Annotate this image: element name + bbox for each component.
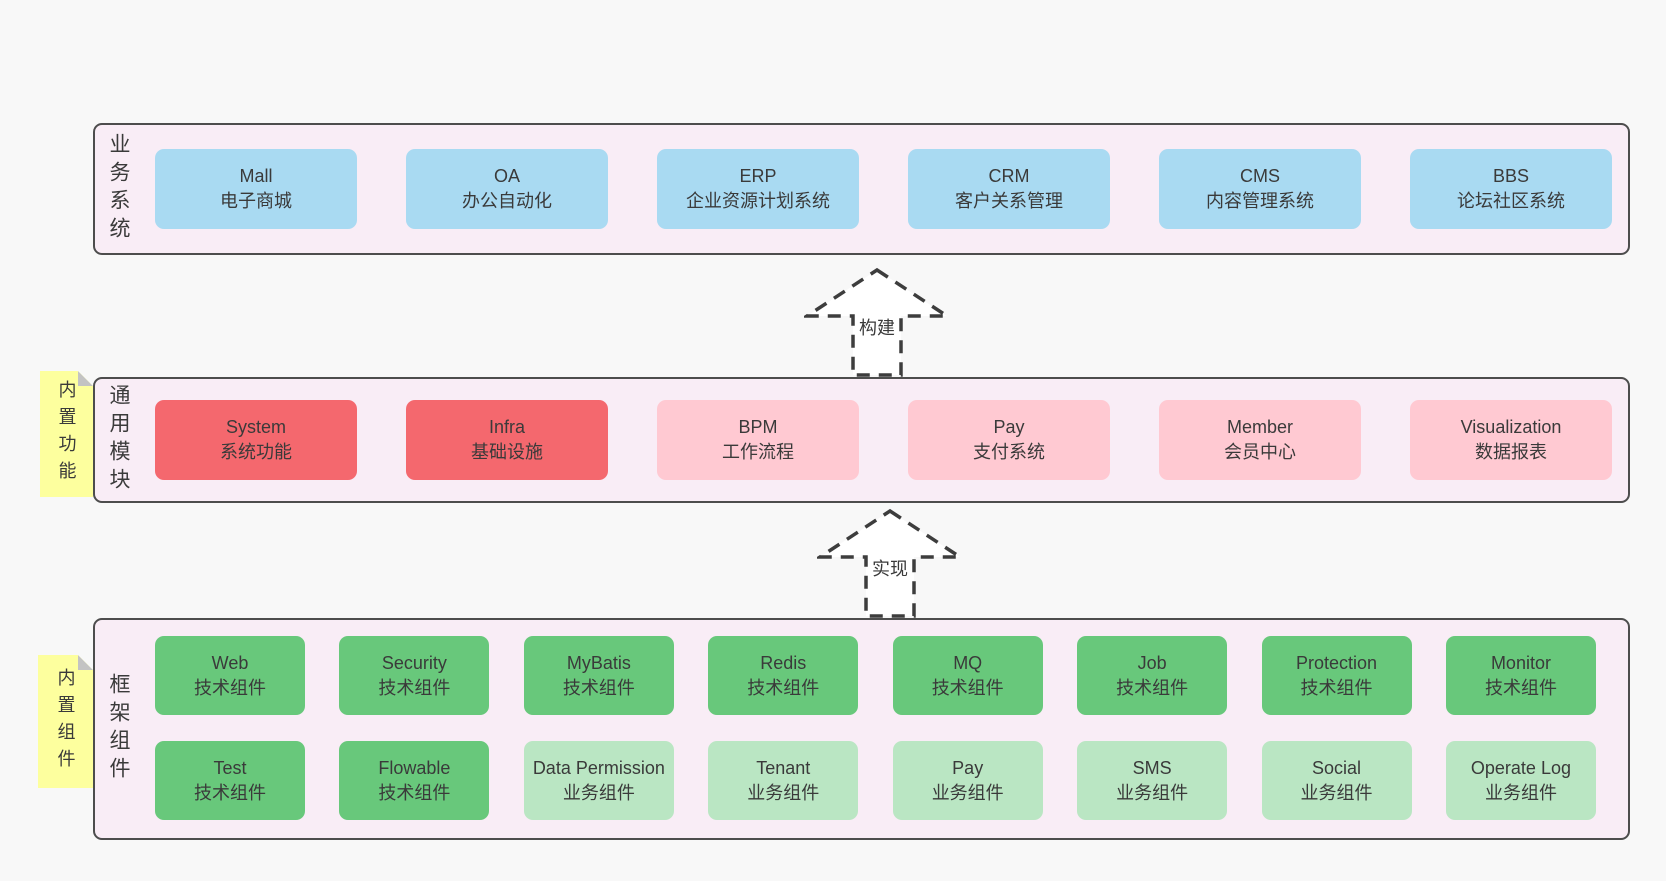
node-erp: ERP 企业资源计划系统	[657, 149, 859, 229]
node-job: Job 技术组件	[1077, 636, 1228, 715]
node-mq: MQ 技术组件	[892, 636, 1043, 715]
arrow-implement: 实现	[817, 508, 963, 618]
common-modules-row: System 系统功能 Infra 基础设施 BPM 工作流程 Pay 支付系统…	[95, 400, 1628, 480]
node-protection: Protection 技术组件	[1261, 636, 1412, 715]
sticky-note-builtin-components: 内置组件	[38, 655, 93, 788]
node-security: Security 技术组件	[339, 636, 490, 715]
panel-common-modules-label: 通用模块	[107, 384, 130, 496]
node-data-permission: Data Permission 业务组件	[523, 741, 674, 820]
node-pay: Pay 支付系统	[908, 400, 1110, 480]
node-visualization: Visualization 数据报表	[1410, 400, 1612, 480]
panel-framework-components-label: 框架组件	[107, 673, 130, 785]
node-redis: Redis 技术组件	[708, 636, 859, 715]
framework-components-row-1: Web 技术组件 Security 技术组件 MyBatis 技术组件 Redi…	[95, 636, 1628, 715]
node-mybatis: MyBatis 技术组件	[523, 636, 674, 715]
sticky-note-builtin-features: 内置功能	[40, 371, 93, 497]
arrow-implement-label: 实现	[870, 555, 910, 581]
node-test: Test 技术组件	[155, 741, 305, 820]
node-tenant: Tenant 业务组件	[708, 741, 859, 820]
arrow-build-label: 构建	[857, 314, 897, 340]
folded-corner-icon	[78, 371, 93, 386]
node-monitor: Monitor 技术组件	[1445, 636, 1596, 715]
framework-components-row-2: Test 技术组件 Flowable 技术组件 Data Permission …	[95, 741, 1628, 820]
node-operate-log: Operate Log 业务组件	[1445, 741, 1596, 820]
node-pay-biz: Pay 业务组件	[892, 741, 1043, 820]
node-mall: Mall 电子商城	[155, 149, 357, 229]
node-member: Member 会员中心	[1159, 400, 1361, 480]
panel-common-modules: 通用模块 System 系统功能 Infra 基础设施 BPM 工作流程 Pay…	[93, 377, 1630, 503]
business-systems-row: Mall 电子商城 OA 办公自动化 ERP 企业资源计划系统 CRM 客户关系…	[95, 149, 1628, 229]
node-oa: OA 办公自动化	[406, 149, 608, 229]
node-bpm: BPM 工作流程	[657, 400, 859, 480]
arrow-build: 构建	[804, 267, 950, 377]
node-infra: Infra 基础设施	[406, 400, 608, 480]
node-system: System 系统功能	[155, 400, 357, 480]
node-sms: SMS 业务组件	[1077, 741, 1228, 820]
panel-framework-components: 框架组件 Web 技术组件 Security 技术组件 MyBatis 技术组件…	[93, 618, 1630, 840]
node-web: Web 技术组件	[155, 636, 305, 715]
node-crm: CRM 客户关系管理	[908, 149, 1110, 229]
node-flowable: Flowable 技术组件	[339, 741, 490, 820]
node-social: Social 业务组件	[1261, 741, 1412, 820]
panel-business-systems-label: 业务系统	[107, 133, 130, 245]
node-cms: CMS 内容管理系统	[1159, 149, 1361, 229]
panel-business-systems: 业务系统 Mall 电子商城 OA 办公自动化 ERP 企业资源计划系统 CRM…	[93, 123, 1630, 255]
node-bbs: BBS 论坛社区系统	[1410, 149, 1612, 229]
folded-corner-icon	[78, 655, 93, 670]
